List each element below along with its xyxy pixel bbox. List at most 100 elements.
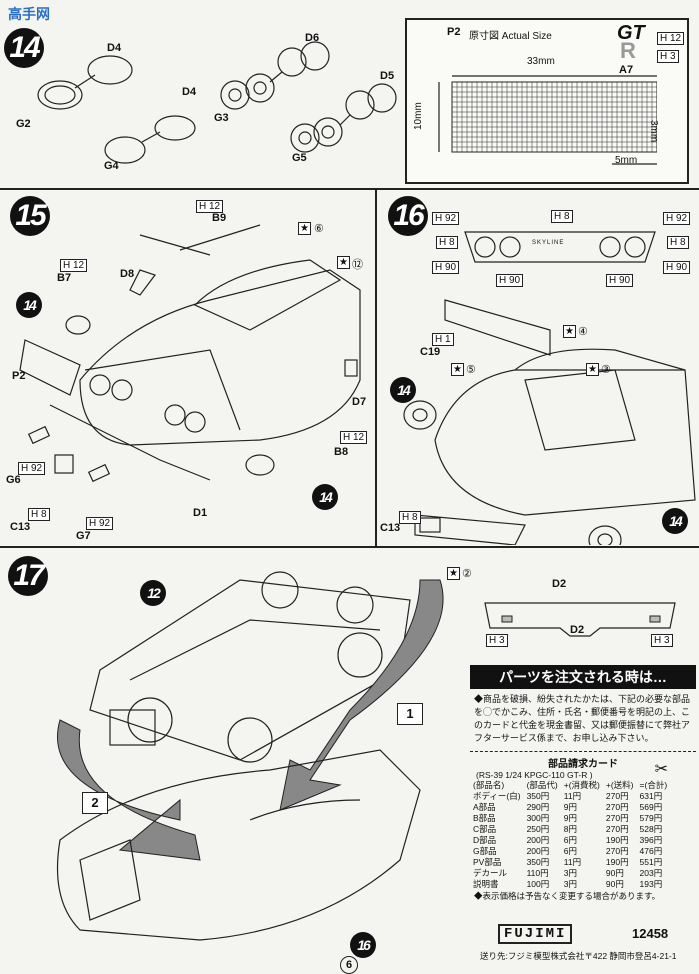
parts-price-table: (部品名) (部品代) +(消費税) +(送料) =(合計) ボディー(白)35…: [470, 780, 670, 890]
price-cell: 551円: [639, 857, 663, 867]
divider-top: [0, 188, 699, 190]
order-card: 部品請求カード (RS-39 1/24 KPGC-110 GT-R ) (部品名…: [470, 751, 696, 902]
s16-ref-14b: 14: [662, 508, 688, 534]
d2-detail-drawing: [484, 602, 676, 637]
product-code: 12458: [632, 926, 669, 941]
price-cell: 203円: [639, 868, 663, 878]
s16-star-2: ★: [447, 567, 460, 580]
parts-order-header: パーツを注文される時は…: [470, 665, 696, 689]
price-cell: 100円: [526, 879, 550, 889]
s15-ref-14: 14: [16, 292, 42, 318]
price-cell: 110円: [526, 868, 549, 878]
decal-dim-5: 5mm: [615, 155, 638, 166]
price-header-cell: (部品名): [473, 780, 505, 790]
divider-middle: [0, 546, 699, 548]
s15-label-b7: B7: [57, 272, 72, 284]
decal-dim-10: 10mm: [413, 102, 424, 130]
price-cell: 350円: [526, 791, 550, 801]
price-cell: 270円: [605, 802, 629, 812]
price-cell: A部品: [473, 802, 496, 812]
page-number: 6: [340, 956, 358, 974]
s16-h90-ml: H 90: [496, 274, 524, 287]
s15-label-p2: P2: [12, 370, 26, 382]
price-cell: 9円: [563, 802, 577, 812]
s15-label-b9: B9: [212, 212, 227, 224]
price-cell: 3円: [563, 868, 577, 878]
order-card-title: 部品請求カード: [548, 759, 618, 770]
s15-star6-num: ⑥: [314, 223, 324, 235]
step17-chassis-and-body: [57, 571, 444, 941]
price-cell: デカール: [473, 868, 508, 878]
decal-box: P2 原寸図 Actual Size GT R H 12 H 3 33mm A7…: [405, 18, 689, 184]
decal-part-a7: A7: [619, 64, 634, 76]
s16-h8-c13: H 8: [399, 511, 421, 524]
price-cell: 6円: [563, 835, 577, 845]
price-cell: 476円: [639, 846, 663, 856]
s16-h92-l: H 92: [432, 212, 460, 225]
decal-code: P2: [447, 26, 461, 38]
s16-star4-num: ④: [578, 326, 588, 338]
price-cell: G部品: [473, 846, 497, 856]
s16-h8-l: H 8: [436, 236, 458, 249]
price-cell: 11円: [563, 857, 582, 867]
s16-star-5: ★: [451, 363, 464, 376]
price-cell: 200円: [526, 846, 550, 856]
price-cell: B部品: [473, 813, 496, 823]
price-cell: 250円: [526, 824, 550, 834]
price-cell: 569円: [639, 802, 663, 812]
label-d5: D5: [380, 70, 395, 82]
price-cell: 300円: [526, 813, 550, 823]
step-number-14: 14: [4, 28, 44, 68]
decal-gt: GT: [617, 22, 645, 44]
decal-h12: H 12: [657, 32, 685, 45]
decal-h3: H 3: [657, 50, 679, 63]
s17-ref-16: 16: [350, 932, 376, 958]
price-header-cell: +(消費税): [563, 780, 600, 790]
price-cell: 8円: [563, 824, 577, 834]
price-cell: 9円: [563, 813, 577, 823]
parts-order-panel: パーツを注文される時は… ◆商品を破損、紛失されたかたは、下記の必要な部品を◯で…: [470, 665, 696, 945]
price-header-cell: +(送料): [605, 780, 634, 790]
d2-detail-h3-r: H 3: [651, 634, 673, 647]
price-cell: 193円: [639, 879, 663, 889]
price-cell: 270円: [605, 813, 629, 823]
s16-h90-l: H 90: [432, 261, 460, 274]
step-number-15: 15: [10, 196, 50, 236]
decal-title: 原寸図 Actual Size: [469, 31, 552, 42]
s16-star-4: ★: [563, 325, 576, 338]
s15-label-b8: B8: [334, 446, 349, 458]
s16-star2-num: ②: [462, 568, 472, 580]
price-cell: 200円: [526, 835, 550, 845]
step14-illustration: [37, 41, 397, 164]
label-d4-a: D4: [107, 42, 122, 54]
s15-ref-14b: 14: [312, 484, 338, 510]
s16-star5-num: ⑤: [466, 364, 476, 376]
price-cell: 270円: [605, 824, 629, 834]
label-d4-b: D4: [182, 86, 197, 98]
price-cell: 270円: [605, 846, 629, 856]
s15-label-g6: G6: [6, 474, 21, 486]
price-cell: 90円: [605, 879, 624, 889]
s17-arrow-1: 1: [397, 703, 423, 725]
s16-h1: H 1: [432, 333, 454, 346]
price-cell: 631円: [639, 791, 663, 801]
s16-label-c19: C19: [420, 346, 441, 358]
price-cell: 190円: [605, 857, 629, 867]
s17-arrow-2: 2: [82, 792, 108, 814]
price-header-row: (部品名) (部品代) +(消費税) +(送料) =(合計): [470, 780, 670, 791]
price-cell: 396円: [639, 835, 663, 845]
s16-label-d2: D2: [552, 578, 567, 590]
decal-grid: [438, 75, 657, 165]
price-cell: 190円: [605, 835, 629, 845]
step-number-17: 17: [8, 556, 48, 596]
label-g5: G5: [292, 152, 307, 164]
